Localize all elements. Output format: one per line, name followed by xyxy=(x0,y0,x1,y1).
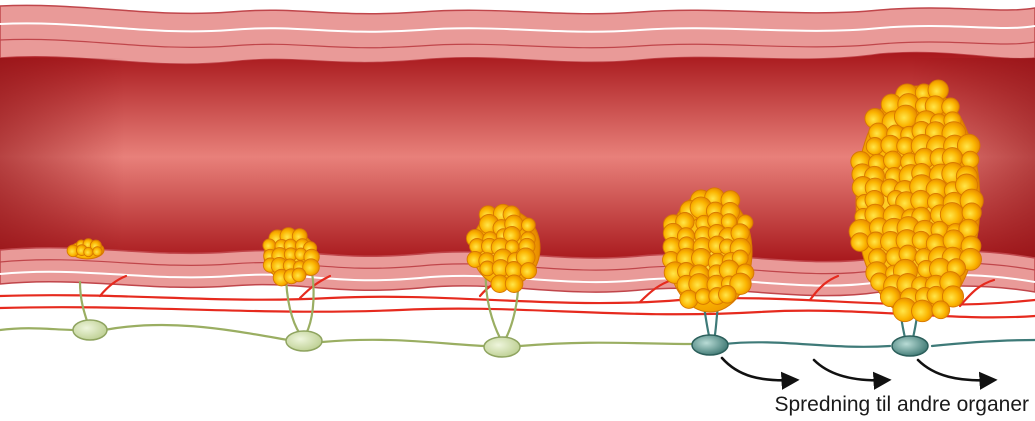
spread-arrow-icon xyxy=(722,358,796,380)
lymph-nodes xyxy=(73,320,928,357)
lymph-node-icon xyxy=(692,335,728,355)
lymph-node-icon xyxy=(73,320,107,340)
spread-arrow-icon xyxy=(814,360,888,380)
lymph-node-icon xyxy=(286,331,322,351)
lymph-node-icon xyxy=(892,336,928,356)
spread-arrow-icon xyxy=(918,360,994,380)
spread-arrows xyxy=(722,358,994,380)
lymph-node-icon xyxy=(484,337,520,357)
spread-caption: Spredning til andre organer xyxy=(774,393,1029,417)
